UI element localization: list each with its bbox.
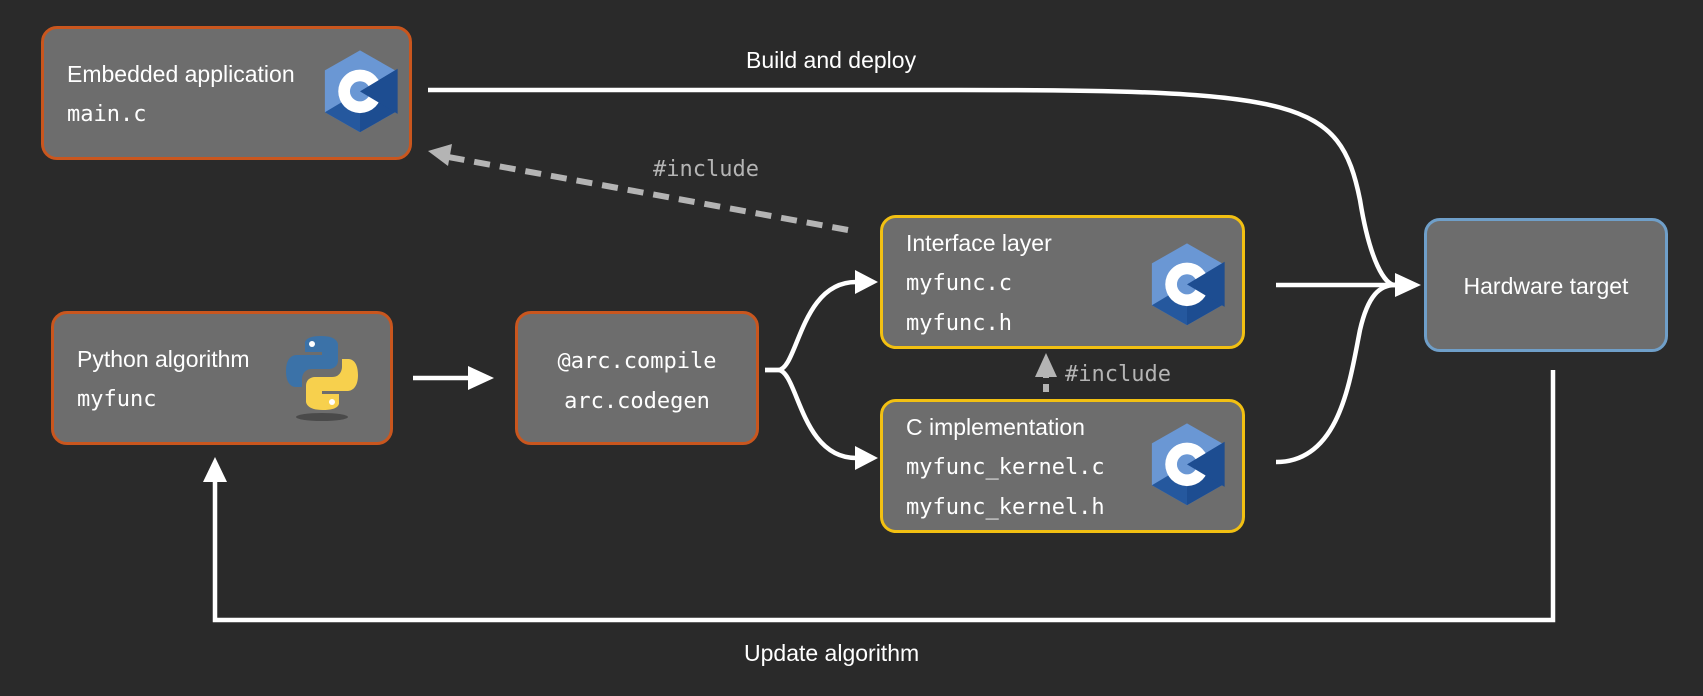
- c-language-icon: [1151, 423, 1225, 506]
- build-deploy-label: Build and deploy: [746, 47, 917, 73]
- python-algorithm-node: Python algorithm myfunc: [51, 311, 393, 445]
- interface-source-file: myfunc.c: [906, 271, 1012, 296]
- include-kernel-label: #include: [1065, 362, 1171, 387]
- include-main-arrowhead: [428, 144, 452, 166]
- interface-layer-node: Interface layer myfunc.c myfunc.h: [880, 215, 1245, 349]
- update-algorithm-arrow: [212, 370, 1556, 623]
- compiler-to-implementation-arrow: [765, 367, 858, 461]
- codegen-node: @arc.compile arc.codegen: [515, 311, 759, 445]
- update-algorithm-label: Update algorithm: [744, 640, 920, 666]
- compiler-to-interface-arrow: [765, 279, 858, 373]
- interface-layer-title: Interface layer: [906, 230, 1052, 256]
- kernel-source-file: myfunc_kernel.c: [906, 455, 1105, 480]
- include-main-arrow: [447, 154, 849, 233]
- compiler-to-interface-arrowhead: [855, 270, 878, 294]
- c-implementation-node: C implementation myfunc_kernel.c myfunc_…: [880, 399, 1245, 533]
- update-algorithm-arrowhead: [203, 457, 227, 482]
- embedded-application-file: main.c: [67, 102, 147, 127]
- hardware-target-node: Hardware target: [1424, 218, 1668, 352]
- interface-header-file: myfunc.h: [906, 311, 1012, 336]
- build-deploy-arrow: [428, 87, 1396, 288]
- python-icon: [286, 336, 358, 421]
- codegen-module: arc.codegen: [564, 389, 710, 414]
- python-to-compiler-arrowhead: [468, 366, 494, 390]
- include-main-label: #include: [653, 157, 759, 182]
- python-algorithm-title: Python algorithm: [77, 346, 250, 372]
- include-kernel-arrowhead: [1035, 353, 1057, 377]
- python-function-name: myfunc: [77, 387, 157, 412]
- implementation-to-hardware-arrow: [1275, 282, 1396, 465]
- kernel-header-file: myfunc_kernel.h: [906, 495, 1105, 520]
- embedded-application-node: Embedded application main.c: [41, 26, 412, 160]
- c-language-icon: [1151, 243, 1225, 326]
- c-language-icon: [324, 50, 398, 133]
- hardware-target-title: Hardware target: [1463, 273, 1629, 299]
- compile-decorator: @arc.compile: [557, 349, 717, 374]
- embedded-application-title: Embedded application: [67, 61, 295, 87]
- hardware-arrowhead: [1395, 273, 1421, 297]
- compiler-to-implementation-arrowhead: [855, 446, 878, 470]
- c-implementation-title: C implementation: [906, 414, 1085, 440]
